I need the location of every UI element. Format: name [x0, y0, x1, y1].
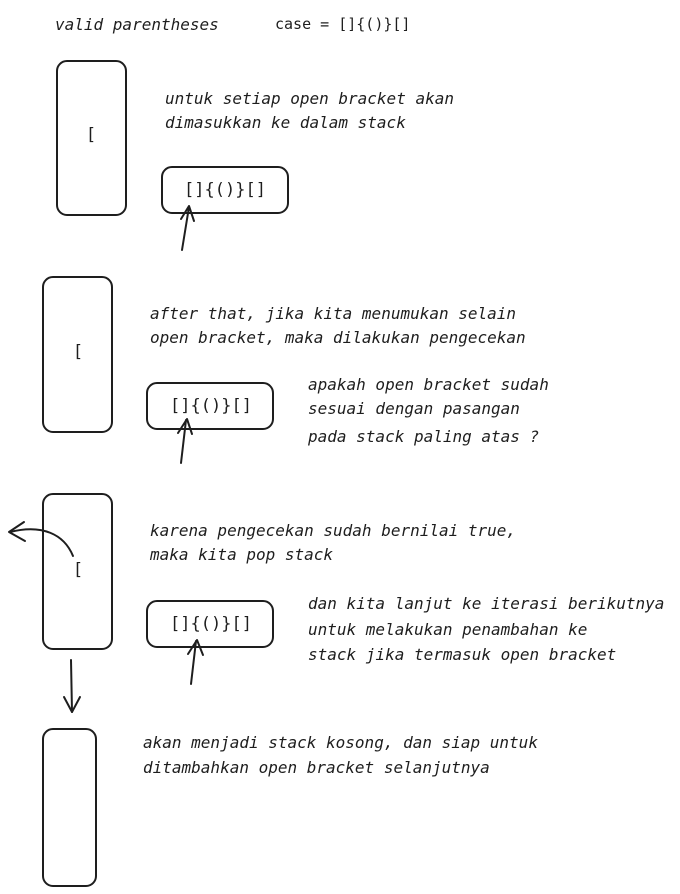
- side-note-step-2-line-3: pada stack paling atas ?: [307, 427, 539, 446]
- input-string-step-2: []{()}[]: [170, 396, 252, 416]
- pop-arrow: [8, 521, 74, 557]
- note-step-3-line-1: karena pengecekan sudah bernilai true,: [150, 521, 516, 540]
- diagram-title: valid parentheses: [55, 15, 219, 34]
- input-string-step-3: []{()}[]: [170, 614, 252, 634]
- note-step-2-line-1: after that, jika kita menumukan selain: [150, 304, 516, 323]
- note-step-3-line-2: maka kita pop stack: [149, 545, 333, 564]
- stack-box-step-4-empty: [42, 728, 97, 887]
- pointer-arrow-step-3: [187, 639, 204, 685]
- side-note-step-3-line-3: stack jika termasuk open bracket: [308, 645, 616, 664]
- pointer-arrow-step-2: [177, 418, 193, 464]
- down-arrow: [63, 659, 81, 713]
- input-string-box-step-3: [146, 600, 274, 648]
- stack-box-step-3: [42, 493, 113, 650]
- side-note-step-3-line-2: untuk melakukan penambahan ke: [308, 620, 587, 639]
- input-string-step-1: []{()}[]: [184, 180, 266, 200]
- stack-item-step-2: [: [73, 342, 83, 362]
- input-string-box-step-2: [146, 382, 274, 430]
- note-step-1-line-1: untuk setiap open bracket akan: [165, 89, 454, 108]
- stack-item-step-1: [: [86, 125, 96, 145]
- note-step-4-line-2: ditambahkan open bracket selanjutnya: [143, 758, 490, 777]
- side-note-step-3-line-1: dan kita lanjut ke iterasi berikutnya: [308, 594, 664, 613]
- side-note-step-2-line-1: apakah open bracket sudah: [308, 375, 549, 394]
- case-label: case = []{()}[]: [275, 15, 410, 33]
- stack-box-step-1: [56, 60, 127, 216]
- note-step-1-line-2: dimasukkan ke dalam stack: [165, 113, 406, 132]
- note-step-2-line-2: open bracket, maka dilakukan pengecekan: [150, 328, 526, 347]
- input-string-box-step-1: [161, 166, 289, 214]
- note-step-4-line-1: akan menjadi stack kosong, dan siap untu…: [143, 733, 538, 752]
- pointer-arrow-step-1: [180, 205, 195, 251]
- stack-item-step-3: [: [73, 560, 83, 580]
- stack-box-step-2: [42, 276, 113, 433]
- side-note-step-2-line-2: sesuai dengan pasangan: [308, 399, 520, 418]
